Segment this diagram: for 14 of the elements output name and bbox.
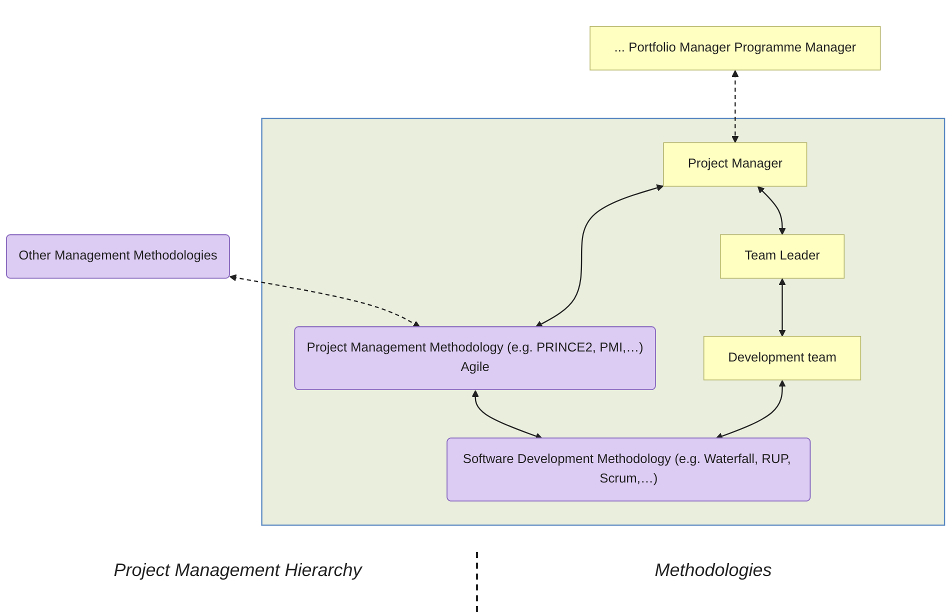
section-label: Methodologies <box>654 559 773 582</box>
arrow <box>732 70 739 144</box>
arrow <box>778 278 786 337</box>
arrow <box>472 390 543 440</box>
arrow <box>757 186 786 236</box>
arrow <box>229 274 420 328</box>
node-box: ... Portfolio Manager Programme Manager <box>590 26 881 71</box>
node-box: Development team <box>703 336 862 380</box>
node-box: Project Manager <box>663 142 808 187</box>
arrow <box>535 184 664 328</box>
node-box: Team Leader <box>720 234 845 279</box>
cluster <box>261 118 946 526</box>
section-label: Project Management Hierarchy <box>112 559 364 582</box>
arrow <box>716 380 786 440</box>
